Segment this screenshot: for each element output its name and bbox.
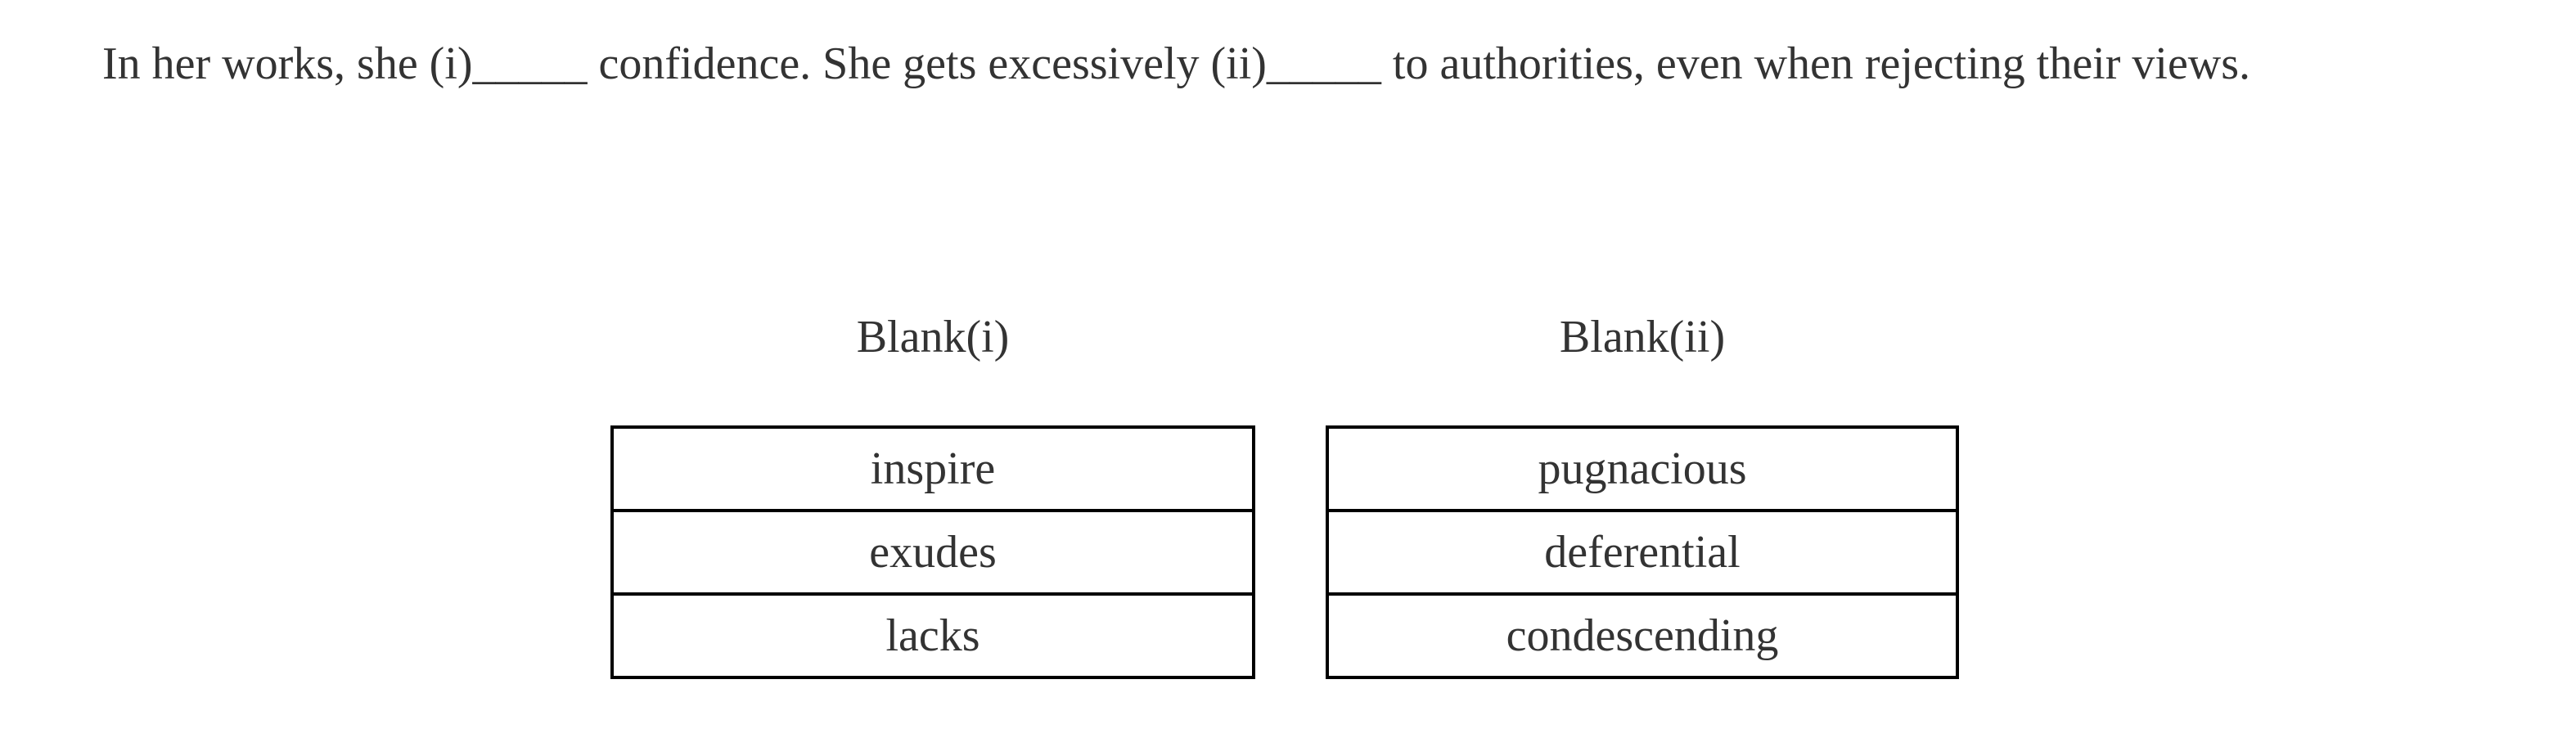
- question-text: In her works, she (i)_____ confidence. S…: [102, 38, 2251, 89]
- blank-i-options-table: inspire exudes lacks: [610, 425, 1255, 679]
- blank-i-column: Blank(i) inspire exudes lacks: [610, 311, 1255, 679]
- blank-ii-options-table: pugnacious deferential condescending: [1326, 425, 1959, 679]
- table-row: pugnacious: [1326, 425, 1959, 512]
- option-exudes[interactable]: exudes: [610, 509, 1255, 596]
- table-row: condescending: [1326, 592, 1959, 679]
- option-condescending[interactable]: condescending: [1326, 592, 1959, 679]
- table-row: deferential: [1326, 509, 1959, 596]
- blank-ii-column: Blank(ii) pugnacious deferential condesc…: [1326, 311, 1959, 679]
- option-lacks[interactable]: lacks: [610, 592, 1255, 679]
- table-row: exudes: [610, 509, 1255, 596]
- blank-ii-header: Blank(ii): [1559, 312, 1726, 362]
- option-deferential[interactable]: deferential: [1326, 509, 1959, 596]
- option-pugnacious[interactable]: pugnacious: [1326, 425, 1959, 512]
- table-row: inspire: [610, 425, 1255, 512]
- blank-i-header: Blank(i): [856, 312, 1010, 362]
- option-inspire[interactable]: inspire: [610, 425, 1255, 512]
- table-row: lacks: [610, 592, 1255, 679]
